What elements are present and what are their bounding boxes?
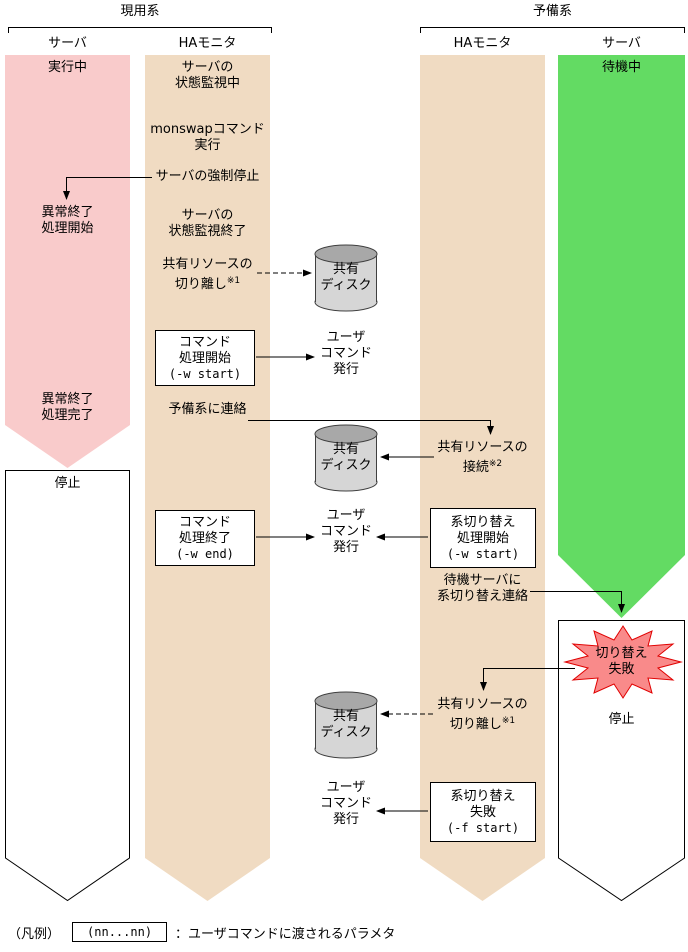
lane-standby-server-stopped (558, 620, 685, 902)
cmd-begin-label: コマンド 処理開始 (178, 334, 231, 366)
active-stop-label: 停止 (54, 476, 81, 491)
arrow-force-stop (63, 177, 152, 200)
user-command-label-3: ユーザ コマンド 発行 (320, 780, 373, 827)
cmd-end-param: (-w end) (176, 546, 234, 561)
column-header-standby-monitor: HAモニタ (453, 36, 512, 51)
arrow-switch-notify (530, 591, 625, 613)
server-force-stop-label: サーバの強制停止 (155, 169, 260, 184)
note-2-marker: ※2 (488, 459, 503, 469)
user-command-label-1: ユーザ コマンド 発行 (320, 330, 373, 377)
cmd-begin-param: (-w start) (168, 366, 242, 381)
shared-disk-label-3: 共有 ディスク (320, 709, 372, 740)
switch-notify-label: 待機サーバに 系切り替え連絡 (436, 573, 528, 604)
monitoring-end-label: サーバの 状態監視終了 (168, 208, 247, 239)
group-label-standby: 予備系 (532, 4, 572, 19)
shared-disk-cylinder-1 (314, 244, 378, 312)
shared-disk-cylinder-2 (314, 424, 378, 492)
arrow-notify-standby (248, 420, 494, 435)
abend-end-label: 異常終了 処理完了 (41, 392, 94, 423)
standby-stop-label: 停止 (608, 712, 635, 727)
switch-begin-label: 系切り替え 処理開始 (450, 514, 516, 546)
legend-label: （凡例） (8, 926, 61, 942)
switch-begin-param: (-w start) (446, 546, 520, 561)
resource-attach-label: 共有リソースの 接続※2 (437, 440, 528, 475)
column-header-active-server: サーバ (48, 36, 87, 51)
legend-param-box: (nn...nn) (72, 922, 168, 942)
bracket-active (8, 27, 272, 33)
switch-fail-star-label: 切り替え 失敗 (595, 646, 648, 677)
cmd-end-label: コマンド 処理終了 (178, 514, 231, 546)
switch-begin-box: 系切り替え 処理開始 (-w start) (430, 508, 536, 568)
legend-desc: ：ユーザコマンドに渡されるパラメタ (175, 926, 396, 942)
server-monitoring-label: サーバの 状態監視中 (174, 60, 240, 91)
note-1-marker: ※1 (501, 716, 516, 726)
note-1-marker: ※1 (226, 276, 241, 286)
bracket-standby (420, 27, 685, 33)
shared-disk-cylinder-3 (314, 691, 378, 759)
user-command-label-2: ユーザ コマンド 発行 (320, 508, 373, 555)
lane-active-server (5, 55, 130, 468)
shared-disk-label-1: 共有 ディスク (320, 262, 372, 293)
resource-detach-label-active: 共有リソースの 切り離し※1 (162, 257, 253, 292)
lane-standby-monitor (420, 55, 545, 901)
abend-begin-label: 異常終了 処理開始 (41, 205, 94, 236)
legend: （凡例） (nn...nn) ：ユーザコマンドに渡されるパラメタ (8, 922, 395, 942)
lane-standby-server (558, 55, 685, 618)
switch-fail-starburst (563, 625, 683, 699)
switch-fail-box: 系切り替え 失敗 (-f start) (430, 782, 536, 842)
lane-active-monitor (145, 55, 270, 901)
cmd-end-box: コマンド 処理終了 (-w end) (155, 510, 255, 566)
cmd-begin-box: コマンド 処理開始 (-w start) (155, 330, 255, 386)
resource-detach-label-standby: 共有リソースの 切り離し※1 (437, 697, 528, 732)
notify-standby-label: 予備系に連絡 (168, 402, 247, 417)
group-label-active: 現用系 (120, 4, 160, 19)
column-header-active-monitor: HAモニタ (178, 36, 237, 51)
switch-fail-label: 系切り替え 失敗 (450, 788, 516, 820)
column-header-standby-server: サーバ (602, 36, 641, 51)
monswap-command-label: monswapコマンド 実行 (150, 122, 265, 153)
standby-waiting-label: 待機中 (601, 60, 641, 75)
arrow-starburst-detach (480, 668, 575, 691)
shared-disk-label-2: 共有 ディスク (320, 442, 372, 473)
lane-active-server-stopped (5, 470, 130, 902)
switch-fail-param: (-f start) (446, 820, 520, 835)
running-status-label: 実行中 (47, 60, 87, 75)
